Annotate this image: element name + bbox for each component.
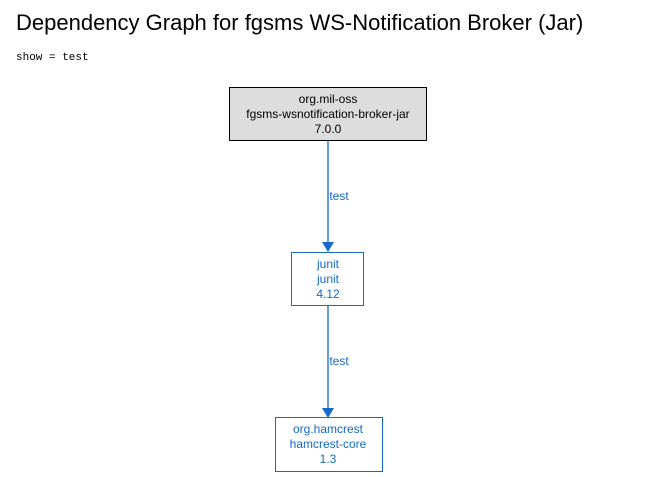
edge-scope-label: test bbox=[329, 354, 349, 368]
edge-scope-label: test bbox=[329, 189, 349, 203]
node-artifact-id: fgsms-wsnotification-broker-jar bbox=[246, 107, 409, 121]
node-artifact-id: junit bbox=[316, 272, 340, 286]
edge-root-to-junit: test bbox=[322, 141, 349, 252]
node-root[interactable]: org.mil-oss fgsms-wsnotification-broker-… bbox=[229, 87, 427, 141]
node-group-id: org.hamcrest bbox=[293, 422, 364, 436]
edge-junit-to-hamcrest: test bbox=[322, 306, 349, 418]
node-group-id: junit bbox=[316, 257, 340, 271]
node-hamcrest[interactable]: org.hamcrest hamcrest-core 1.3 bbox=[275, 417, 383, 472]
node-version: 7.0.0 bbox=[315, 122, 342, 136]
node-artifact-id: hamcrest-core bbox=[290, 437, 367, 451]
scope-filter-label: show = test bbox=[16, 52, 89, 64]
node-group-id: org.mil-oss bbox=[299, 92, 358, 106]
node-version: 4.12 bbox=[316, 287, 340, 301]
node-version: 1.3 bbox=[320, 452, 337, 466]
page-title: Dependency Graph for fgsms WS-Notificati… bbox=[16, 10, 584, 35]
node-junit[interactable]: junit junit 4.12 bbox=[291, 252, 364, 306]
